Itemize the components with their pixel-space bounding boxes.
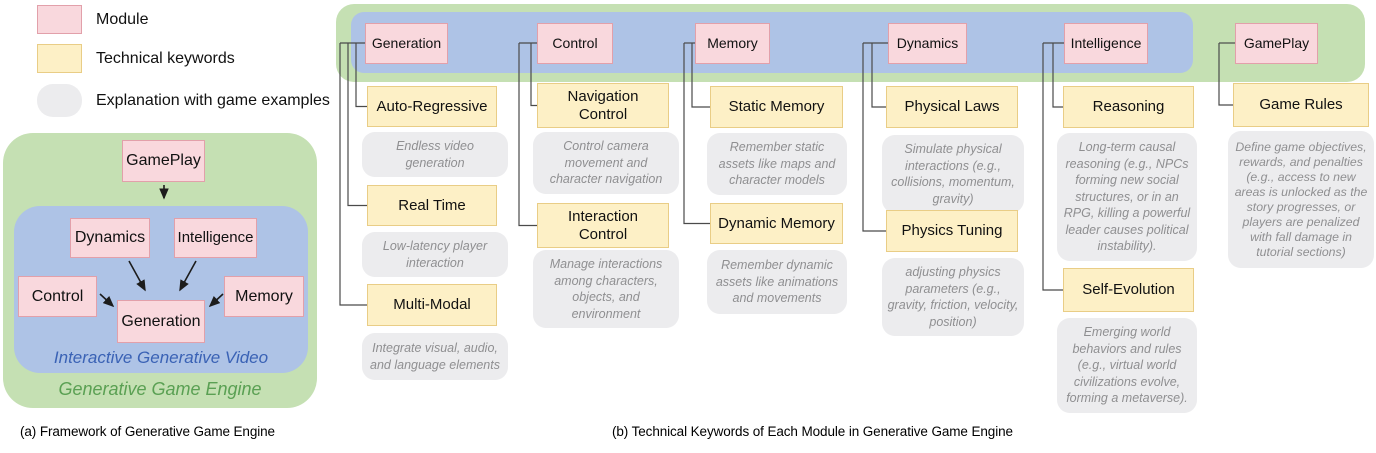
keyword-box-dynamic-memory: Dynamic Memory xyxy=(710,203,843,244)
keyword-box-physics-tuning: Physics Tuning xyxy=(886,210,1018,252)
explanation-auto-regressive: Endless video generation xyxy=(362,132,508,177)
explanation-reasoning: Long-term causal reasoning (e.g., NPCs f… xyxy=(1057,133,1197,261)
legend-module-swatch xyxy=(37,5,82,34)
module-box-dynamics: Dynamics xyxy=(888,23,967,64)
module-box-memory: Memory xyxy=(695,23,770,64)
caption-b: (b) Technical Keywords of Each Module in… xyxy=(612,424,1013,439)
module-box-control: Control xyxy=(537,23,613,64)
legend-module-label: Module xyxy=(96,10,149,28)
keyword-box-navigation-control: Navigation Control xyxy=(537,83,669,128)
interactive-generative-video-label: Interactive Generative Video xyxy=(53,348,269,367)
module-box-intelligence-a: Intelligence xyxy=(174,218,257,258)
keyword-box-real-time: Real Time xyxy=(367,185,497,226)
module-box-generation-a: Generation xyxy=(117,300,205,343)
generative-game-engine-label: Generative Game Engine xyxy=(58,379,262,399)
keyword-box-multi-modal: Multi-Modal xyxy=(367,284,497,326)
module-box-generation: Generation xyxy=(365,23,448,64)
explanation-real-time: Low-latency player interaction xyxy=(362,232,508,277)
legend-explanation-label: Explanation with game examples xyxy=(96,91,330,109)
legend-keyword-label: Technical keywords xyxy=(96,49,235,67)
explanation-static-memory: Remember static assets like maps and cha… xyxy=(707,133,847,195)
keyword-box-physical-laws: Physical Laws xyxy=(886,86,1018,128)
keyword-box-auto-regressive: Auto-Regressive xyxy=(367,86,497,127)
explanation-physics-tuning: adjusting physics parameters (e.g., grav… xyxy=(882,258,1024,336)
keyword-box-static-memory: Static Memory xyxy=(710,86,843,128)
module-box-gameplay: GamePlay xyxy=(1235,23,1318,64)
caption-a: (a) Framework of Generative Game Engine xyxy=(20,424,275,439)
explanation-game-rules: Define game objectives, rewards, and pen… xyxy=(1228,131,1374,268)
explanation-navigation-control: Control camera movement and character na… xyxy=(533,132,679,194)
keyword-box-reasoning: Reasoning xyxy=(1063,86,1194,128)
legend: Module Technical keywords Explanation wi… xyxy=(0,0,330,125)
keyword-box-self-evolution: Self-Evolution xyxy=(1063,268,1194,312)
explanation-dynamic-memory: Remember dynamic assets like animations … xyxy=(707,250,847,314)
keyword-box-game-rules: Game Rules xyxy=(1233,83,1369,127)
legend-explanation-swatch xyxy=(37,84,82,117)
module-box-dynamics-a: Dynamics xyxy=(70,218,150,258)
explanation-interaction-control: Manage interactions among characters, ob… xyxy=(533,250,679,328)
module-box-gameplay-a: GamePlay xyxy=(122,140,205,182)
explanation-multi-modal: Integrate visual, audio, and language el… xyxy=(362,333,508,380)
module-box-memory-a: Memory xyxy=(224,276,304,317)
explanation-physical-laws: Simulate physical interactions (e.g., co… xyxy=(882,135,1024,213)
legend-keyword-swatch xyxy=(37,44,82,73)
keyword-box-interaction-control: Interaction Control xyxy=(537,203,669,248)
explanation-self-evolution: Emerging world behaviors and rules (e.g.… xyxy=(1057,318,1197,413)
module-box-control-a: Control xyxy=(18,276,97,317)
module-box-intelligence: Intelligence xyxy=(1064,23,1148,64)
